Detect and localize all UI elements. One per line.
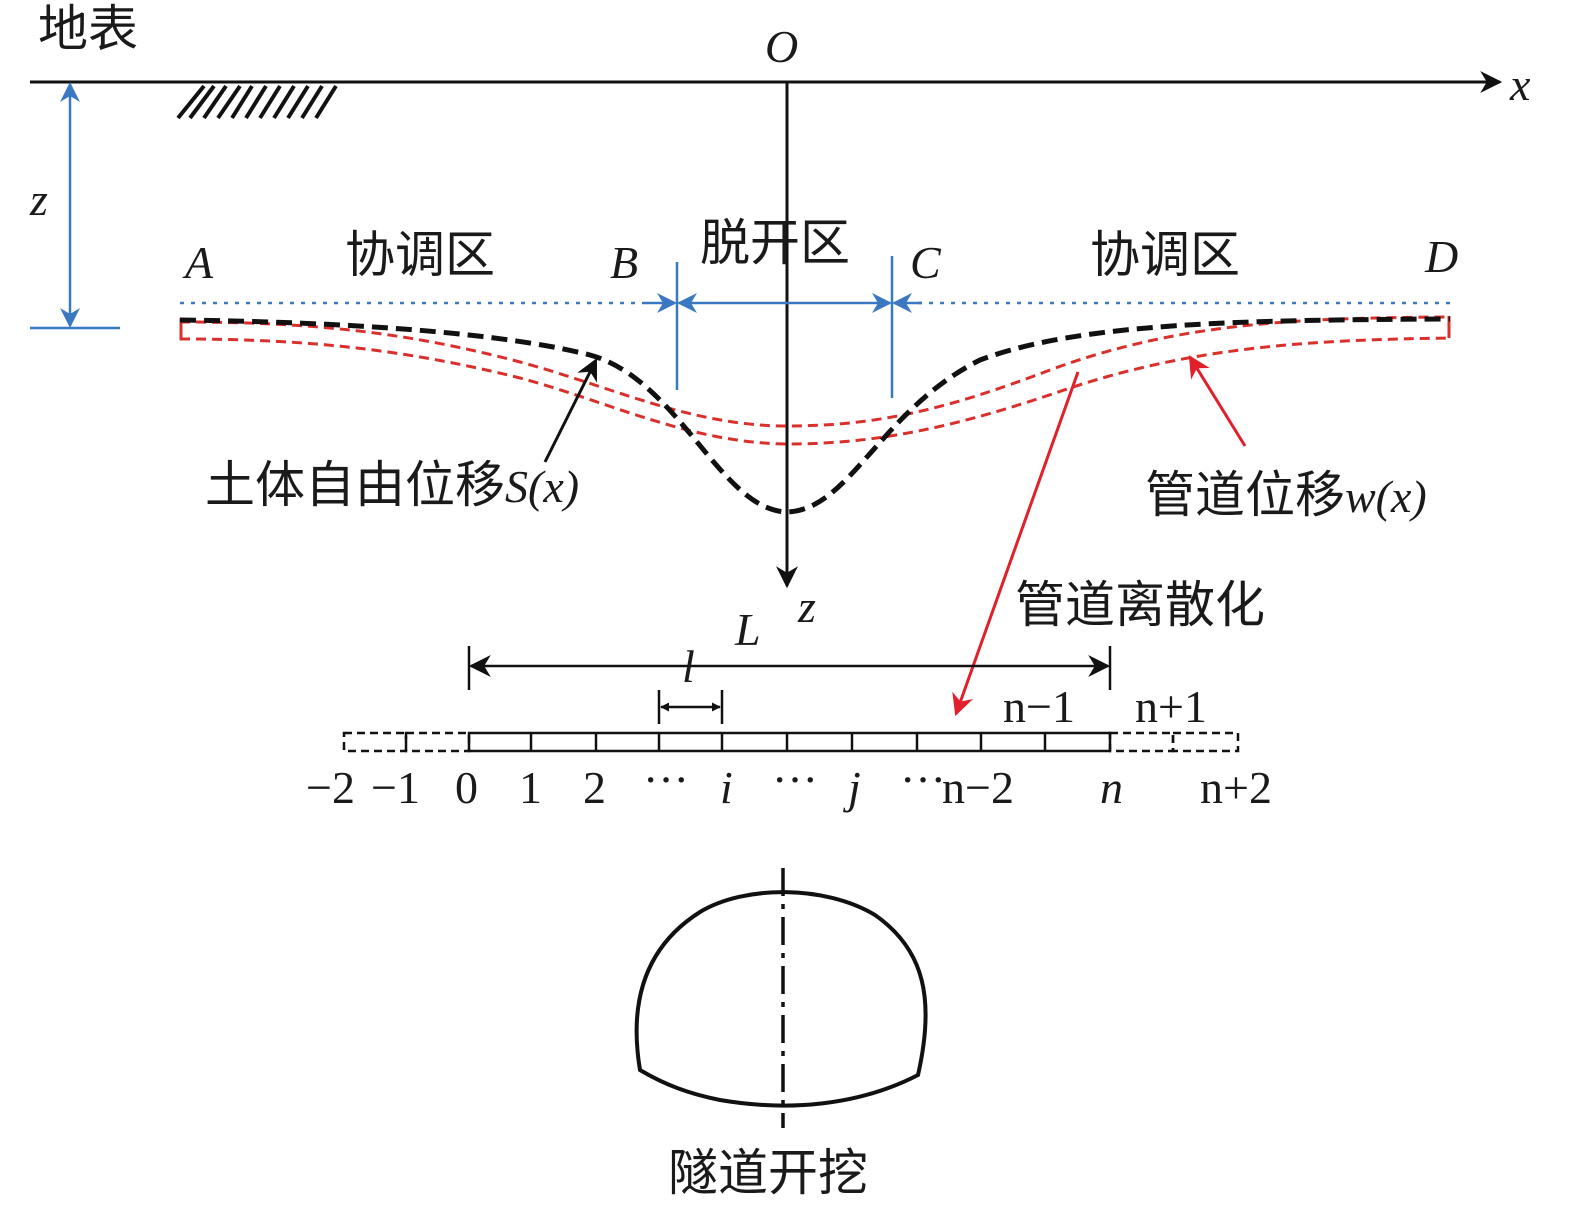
discretize-arrow [952, 371, 1080, 717]
node-label: n [1100, 762, 1123, 813]
element-dividers [529, 733, 1047, 751]
node-label: ··· [900, 754, 946, 805]
label-n-plus-1: n+1 [1135, 681, 1207, 732]
node-label: n+2 [1200, 762, 1272, 813]
discretize-label: 管道离散化 [1015, 576, 1265, 634]
node-label: 1 [519, 762, 542, 813]
point-d-label: D [1424, 231, 1458, 282]
total-length-label: L [734, 604, 761, 655]
soil-label-arrow [543, 358, 598, 463]
node-label: ··· [643, 754, 689, 805]
depth-label: z [29, 174, 48, 225]
pipe-displacement-label: 管道位移w(x) [1145, 466, 1427, 524]
soil-displacement-curve [179, 316, 1451, 515]
node-labels: −2 −1 0 1 2 ··· i ··· j ··· n−2 n n+2 [306, 754, 1272, 813]
element-length-label: l [682, 641, 695, 692]
tunnel-outline [634, 890, 928, 1108]
virtual-element-np2 [1171, 731, 1240, 753]
node-label: 2 [583, 762, 606, 813]
node-label: i [720, 762, 733, 813]
virtual-element-np1 [1108, 731, 1175, 753]
node-label: j [843, 762, 861, 813]
z-axis-label: z [797, 581, 816, 632]
pipe-curve-upper [179, 315, 1451, 428]
origin-label: O [765, 21, 798, 72]
label-n-minus-1: n−1 [1003, 681, 1075, 732]
x-axis-label: x [1509, 59, 1531, 110]
tunnel-label: 隧道开挖 [668, 1144, 868, 1202]
node-label: n−2 [942, 762, 1014, 813]
pipe-label-arrow [1188, 355, 1247, 447]
zone-middle-label: 脱开区 [700, 214, 850, 272]
pipe-curve-lower [179, 336, 1451, 446]
point-b-label: B [610, 237, 638, 288]
soil-hatch-icon [176, 84, 338, 120]
virtual-element-m1 [404, 731, 471, 753]
node-label: ··· [772, 754, 818, 805]
point-a-label: A [182, 237, 214, 288]
soil-displacement-label: 土体自由位移S(x) [205, 456, 579, 514]
point-c-label: C [910, 237, 942, 288]
node-label: 0 [455, 762, 478, 813]
node-label: −1 [371, 762, 420, 813]
pipe-element-strip [467, 731, 1112, 753]
node-label: −2 [306, 762, 355, 813]
zone-left-label: 协调区 [345, 226, 495, 284]
zone-right-label: 协调区 [1090, 226, 1240, 284]
virtual-element-m2 [342, 731, 408, 753]
pipe-elements [342, 731, 1240, 753]
ground-label: 地表 [38, 0, 138, 58]
